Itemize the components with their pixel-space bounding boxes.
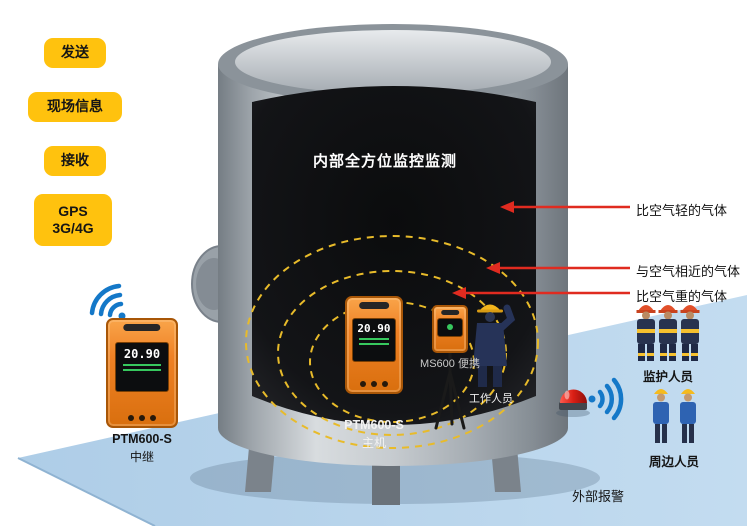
nearby-person-figure [653, 389, 669, 443]
device-screen: 20.90 [114, 342, 170, 393]
tag-gps-line2: 3G/4G [52, 220, 94, 236]
nearby-figures [653, 389, 696, 443]
guard-figures [636, 305, 700, 361]
device-handle [123, 324, 161, 331]
worker-figure [473, 304, 516, 387]
screen-rows [123, 364, 161, 374]
wifi-signal-icon-right [588, 377, 624, 421]
detection-ring-middle [277, 270, 507, 436]
screen-reading: 20.90 [357, 321, 391, 335]
device-ptm600s-main: 20.90 [345, 296, 403, 394]
gas-arrows [452, 201, 630, 299]
device-buttons [108, 415, 176, 421]
device-ms600-portable [432, 305, 468, 353]
gas-arrow-similar [486, 262, 630, 274]
main-model-label: PTM600-S [344, 418, 404, 432]
tag-send: 发送 [44, 38, 106, 68]
tank-interior-title: 内部全方位监控监测 [312, 153, 457, 170]
nearby-person-figure [680, 389, 696, 443]
device-ptm600s-relay: 20.90 [106, 318, 178, 428]
external-alarm-label: 外部报警 [571, 489, 624, 504]
screen-reading: 20.90 [123, 347, 161, 362]
device-handle [359, 302, 389, 309]
guard-label: 监护人员 [642, 370, 693, 384]
main-role-label: 主机 [361, 436, 386, 450]
device-handle [441, 310, 459, 315]
relay-model-label: PTM600-S [112, 432, 172, 446]
screen-rows [359, 337, 389, 347]
device-buttons [347, 381, 401, 387]
tag-gps-line1: GPS [58, 202, 88, 219]
gas-arrow-heavier [452, 287, 630, 299]
portable-label: MS600 便携 [420, 358, 480, 370]
screen-indicator [446, 323, 453, 330]
nearby-label: 周边人员 [648, 455, 699, 469]
floor-edge [17, 457, 156, 526]
tag-site-info: 现场信息 [28, 92, 122, 122]
tag-receive: 接收 [44, 146, 106, 176]
device-screen: 20.90 [352, 317, 396, 362]
firefighter-figure [658, 305, 678, 361]
firefighter-figure [636, 305, 656, 361]
gas-annotation-lighter: 比空气轻的气体 [636, 203, 728, 218]
tank-dome [235, 30, 551, 94]
detection-ring-outer [245, 235, 539, 449]
device-screen [437, 317, 463, 337]
worker-label: 工作人员 [469, 393, 513, 405]
gas-annotation-heavier: 比空气重的气体 [636, 289, 728, 304]
tripod-icon [434, 350, 466, 430]
alarm-beacon-icon [556, 389, 590, 417]
relay-role-label: 中继 [129, 450, 154, 464]
gas-annotation-similar: 与空气相近的气体 [636, 264, 741, 279]
wifi-signal-icon-left [89, 283, 126, 320]
gas-arrow-lighter [500, 201, 630, 213]
tag-gps: GPS 3G/4G [34, 194, 112, 246]
firefighter-figure [680, 305, 700, 361]
